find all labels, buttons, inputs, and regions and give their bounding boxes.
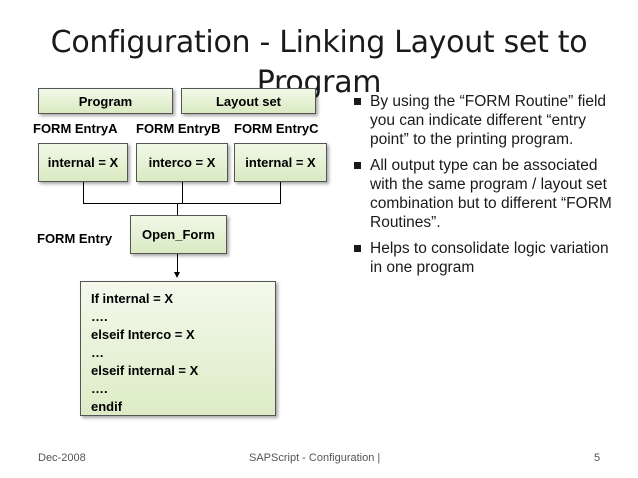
code-box: If internal = X …. elseif Interco = X … …	[80, 281, 276, 416]
layout-set-label: Layout set	[215, 93, 281, 109]
connector-c	[280, 182, 281, 204]
code-line: elseif internal = X	[91, 363, 199, 378]
bullet-list: By using the “FORM Routine” field you ca…	[352, 92, 620, 284]
bullet-square-icon	[354, 98, 361, 105]
condition-box-b: interco = X	[136, 143, 228, 182]
bullet-square-icon	[354, 162, 361, 169]
form-entry-b-label: FORM EntryB	[136, 121, 221, 136]
bullet-text: By using the “FORM Routine” field you ca…	[370, 93, 607, 148]
connector-b	[182, 182, 183, 204]
connector-a	[83, 182, 84, 204]
connector-to-code	[177, 254, 178, 276]
bullet-item: All output type can be associated with t…	[352, 156, 620, 232]
layout-set-box: Layout set	[181, 88, 316, 114]
arrow-down-icon	[174, 272, 180, 278]
program-box: Program	[38, 88, 173, 114]
condition-label-a: internal = X	[47, 155, 119, 170]
footer-date: Dec-2008	[38, 452, 86, 464]
program-label: Program	[78, 93, 133, 109]
code-line: elseif Interco = X	[91, 327, 195, 342]
code-line: If internal = X	[91, 291, 173, 306]
condition-label-b: interco = X	[148, 155, 216, 170]
condition-box-a: internal = X	[38, 143, 128, 182]
footer-page-number: 5	[594, 452, 601, 464]
condition-box-c: internal = X	[234, 143, 327, 182]
bullet-text: Helps to consolidate logic variation in …	[370, 240, 609, 276]
slide-title: Configuration - Linking Layout set to Pr…	[50, 25, 588, 100]
bullet-item: By using the “FORM Routine” field you ca…	[352, 92, 620, 149]
form-entry-a-label: FORM EntryA	[33, 121, 118, 136]
code-line: ….	[91, 309, 108, 324]
footer-center: SAPScript - Configuration |	[249, 452, 381, 464]
code-line: ….	[91, 381, 108, 396]
bullet-item: Helps to consolidate logic variation in …	[352, 239, 620, 277]
condition-label-c: internal = X	[245, 155, 316, 170]
form-entry-label: FORM Entry	[37, 231, 113, 246]
connector-horizontal	[83, 203, 281, 204]
code-line: …	[91, 345, 104, 360]
open-form-box: Open_Form	[130, 215, 227, 254]
code-line: endif	[91, 399, 123, 414]
form-entry-c-label: FORM EntryC	[234, 121, 319, 136]
bullet-text: All output type can be associated with t…	[370, 157, 612, 231]
bullet-square-icon	[354, 245, 361, 252]
open-form-label: Open_Form	[142, 227, 215, 242]
connector-to-open-form	[177, 203, 178, 215]
